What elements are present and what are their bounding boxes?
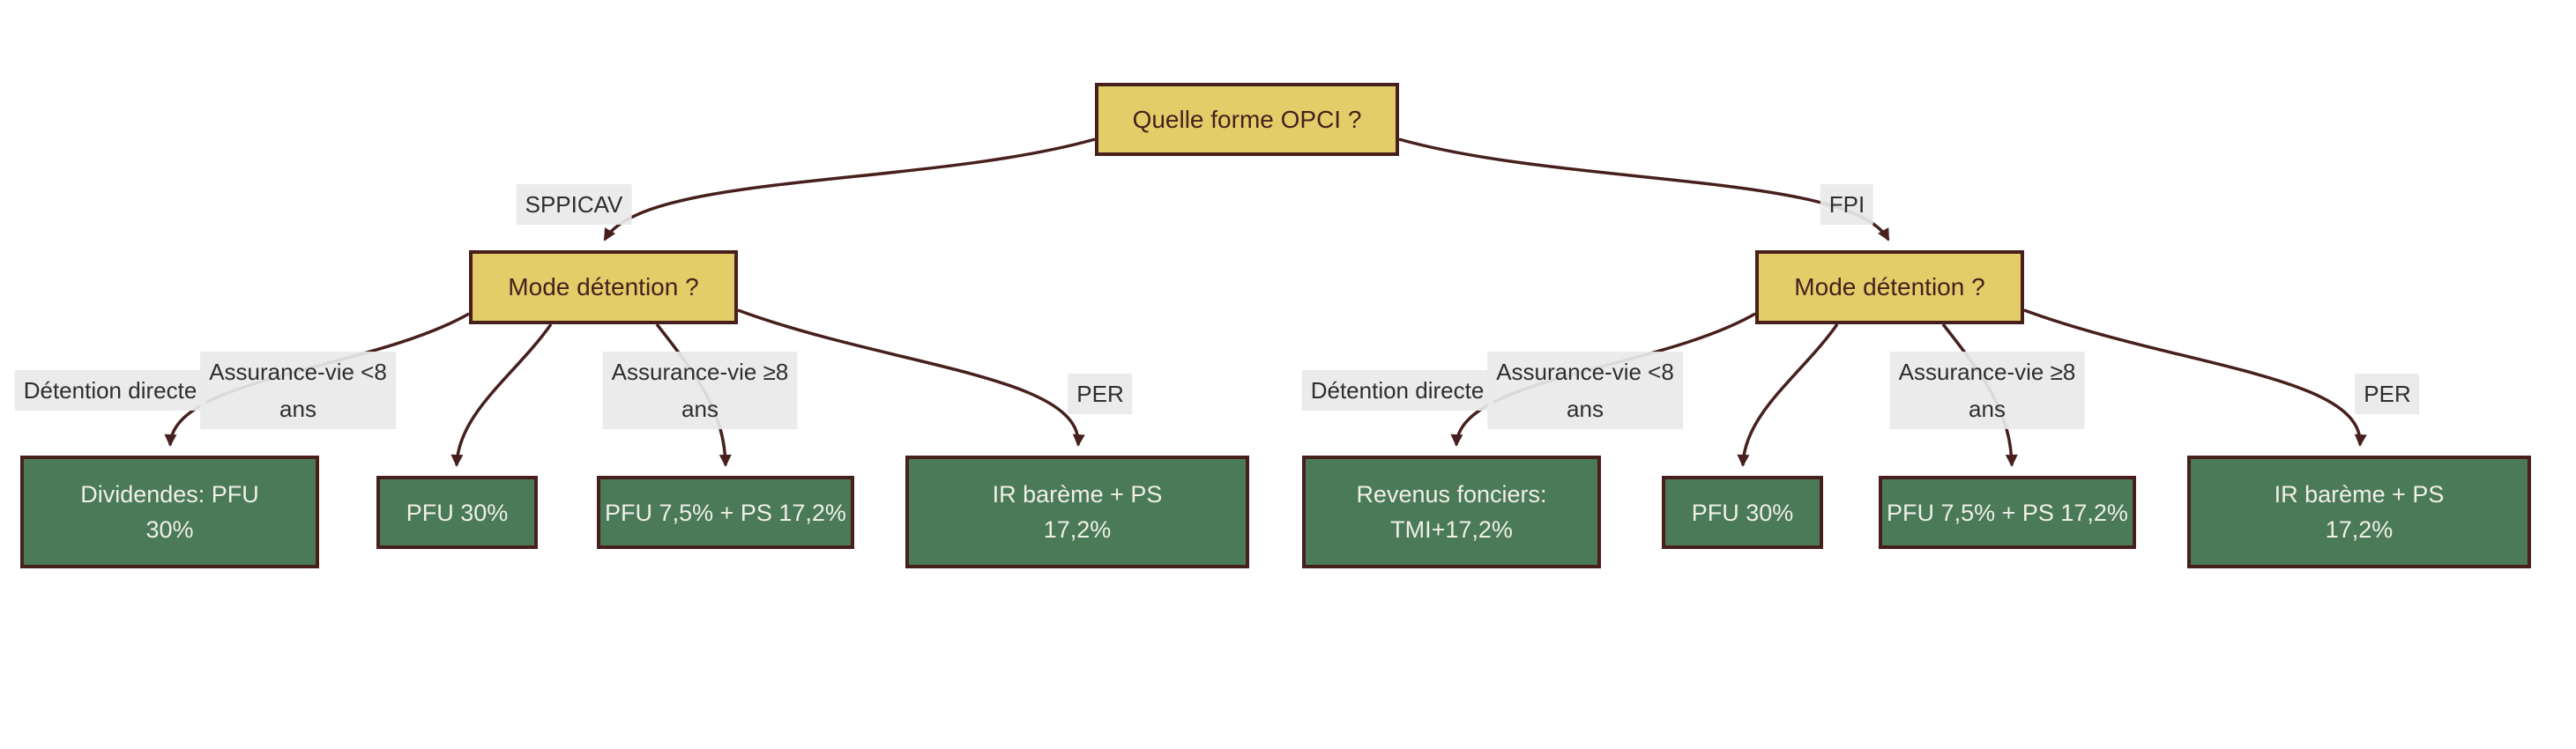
leaf-ir-bareme-ps-172-left: IR barème + PS 17,2%	[905, 456, 1249, 568]
root-question-label: Quelle forme OPCI ?	[1132, 105, 1362, 133]
root-question-node: Quelle forme OPCI ?	[1095, 83, 1399, 156]
edge-label-fpi: FPI	[1820, 184, 1874, 225]
edge-label-per-left: PER	[1068, 374, 1133, 414]
edge-label-sppicav: SPPICAV	[516, 184, 632, 225]
leaf-dividendes-pfu-30: Dividendes: PFU 30%	[20, 456, 319, 568]
sppicav-question-label: Mode détention ?	[508, 273, 699, 300]
edge-label-av-plus-8-right: Assurance-vie ≥8 ans	[1889, 352, 2085, 429]
edge-label-av-moins-8-left: Assurance-vie <8 ans	[200, 352, 396, 429]
leaf-pfu-30-left: PFU 30%	[376, 476, 538, 549]
edge-fpi-av-moins-8	[1737, 323, 1839, 467]
edge-root-fpi	[1398, 137, 1890, 241]
edge-sppicav-av-moins-8	[450, 323, 553, 467]
edge-label-detention-directe-left: Détention directe	[14, 370, 206, 411]
fpi-question-node: Mode détention ?	[1755, 250, 2024, 324]
fpi-question-label: Mode détention ?	[1794, 273, 1985, 300]
leaf-pfu-75-ps-172-right: PFU 7,5% + PS 17,2%	[1879, 476, 2136, 549]
edge-label-detention-directe-right: Détention directe	[1301, 370, 1493, 411]
edge-root-sppicav	[603, 137, 1096, 241]
leaf-pfu-75-ps-172-left: PFU 7,5% + PS 17,2%	[597, 476, 854, 549]
sppicav-question-node: Mode détention ?	[469, 250, 738, 324]
leaf-ir-bareme-ps-172-right: IR barème + PS 17,2%	[2187, 456, 2531, 568]
edge-sppicav-per	[737, 308, 1085, 447]
leaf-pfu-30-right: PFU 30%	[1662, 476, 1823, 549]
leaf-revenus-fonciers-tmi: Revenus fonciers: TMI+17,2%	[1302, 456, 1601, 568]
edge-label-av-moins-8-right: Assurance-vie <8 ans	[1487, 352, 1683, 429]
edge-label-per-right: PER	[2355, 374, 2420, 414]
edge-fpi-per	[2023, 308, 2367, 447]
edge-label-av-plus-8-left: Assurance-vie ≥8 ans	[602, 352, 798, 429]
